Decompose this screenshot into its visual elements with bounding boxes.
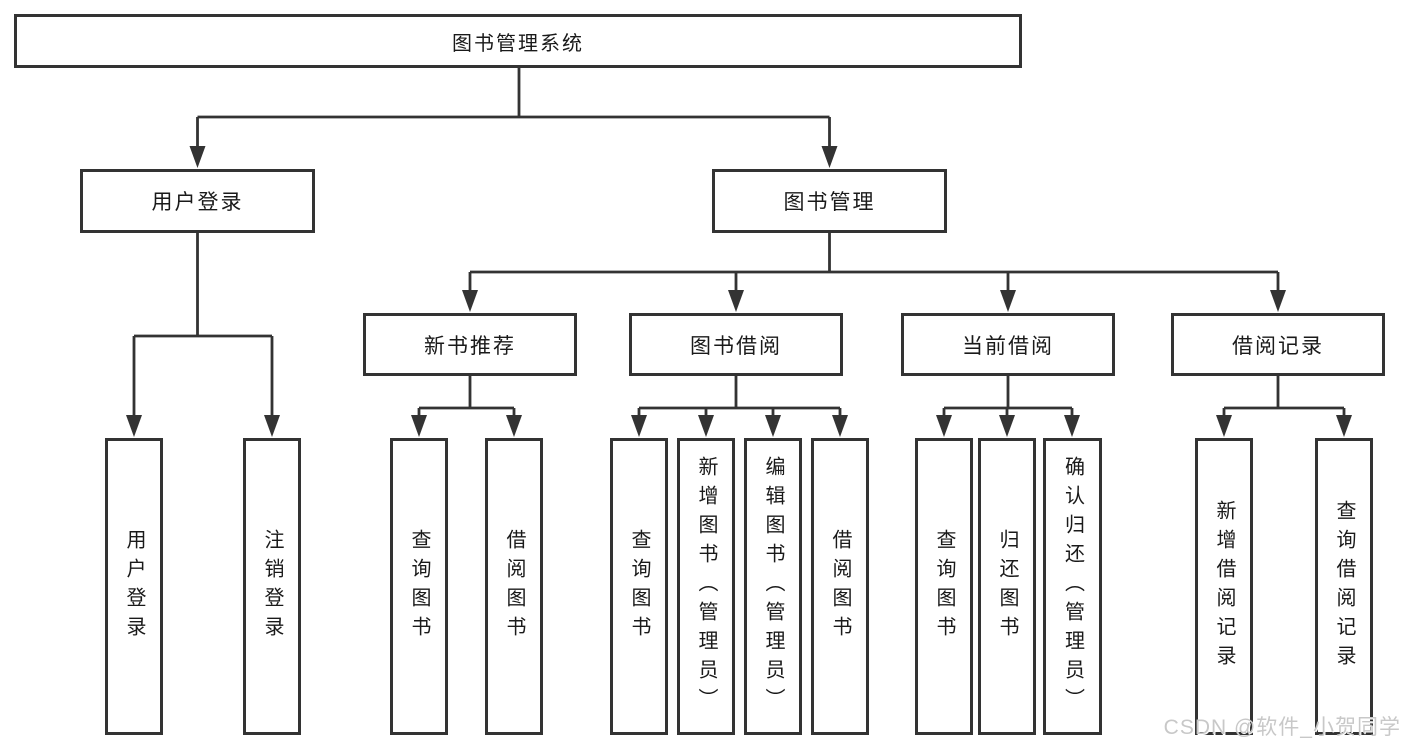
node-label: 查询借阅记录 <box>1333 499 1355 674</box>
node-user-login: 用户登录 <box>80 169 315 233</box>
node-label: 用户登录 <box>123 528 145 645</box>
node-label: 借阅图书 <box>503 528 525 645</box>
node-label: 新增借阅记录 <box>1213 499 1235 674</box>
connector-user-login-to-leaves <box>132 233 274 418</box>
arrow-down-icon <box>832 415 848 437</box>
arrow-down-icon <box>1270 290 1286 312</box>
node-label: 借阅记录 <box>1232 334 1324 358</box>
leaf-edit-book-admin: 编辑图书（管理员） <box>744 438 802 735</box>
arrow-down-icon <box>189 146 206 168</box>
node-label: 查询图书 <box>628 528 650 645</box>
arrow-down-icon <box>1216 415 1232 437</box>
arrow-down-icon <box>264 415 280 437</box>
node-label: 编辑图书（管理员） <box>762 456 784 717</box>
leaf-borrowing-query-books: 查询图书 <box>610 438 668 735</box>
node-label: 查询图书 <box>408 528 430 645</box>
node-label: 用户登录 <box>151 191 244 214</box>
leaf-recommend-query-books: 查询图书 <box>390 438 448 735</box>
connector-root-to-level2 <box>196 68 831 150</box>
leaf-user-login: 用户登录 <box>105 438 163 735</box>
leaf-current-query-books: 查询图书 <box>915 438 973 735</box>
node-label: 注销登录 <box>261 528 283 645</box>
node-label: 图书借阅 <box>690 334 782 358</box>
arrow-down-icon <box>1336 415 1352 437</box>
leaf-return-books: 归还图书 <box>978 438 1036 735</box>
arrow-down-icon <box>1000 290 1016 312</box>
arrow-down-icon <box>936 415 952 437</box>
node-root-library-system: 图书管理系统 <box>14 14 1022 68</box>
node-label: 图书管理 <box>783 191 876 214</box>
arrow-down-icon <box>821 146 838 168</box>
arrow-down-icon <box>765 415 781 437</box>
arrow-down-icon <box>126 415 142 437</box>
node-book-borrowing: 图书借阅 <box>629 313 843 376</box>
node-label: 确认归还（管理员） <box>1061 456 1084 717</box>
arrow-down-icon <box>631 415 647 437</box>
arrow-down-icon <box>506 415 522 437</box>
node-label: 借阅图书 <box>829 528 851 645</box>
node-label: 新增图书（管理员） <box>695 456 717 717</box>
connector-book-borrowing-to-leaves <box>637 376 842 418</box>
arrow-down-icon <box>411 415 427 437</box>
arrow-down-icon <box>728 290 744 312</box>
node-current-borrowing: 当前借阅 <box>901 313 1115 376</box>
connector-borrowing-records-to-leaves <box>1222 376 1346 418</box>
arrow-down-icon <box>462 290 478 312</box>
node-label: 当前借阅 <box>962 334 1054 358</box>
arrow-down-icon <box>698 415 714 437</box>
leaf-add-borrow-record: 新增借阅记录 <box>1195 438 1253 735</box>
leaf-query-borrow-record: 查询借阅记录 <box>1315 438 1373 735</box>
node-borrowing-records: 借阅记录 <box>1171 313 1385 376</box>
connector-book-management-to-level3 <box>468 233 1280 293</box>
node-label: 图书管理系统 <box>452 32 584 55</box>
arrow-down-icon <box>1064 415 1080 437</box>
connector-new-book-to-leaves <box>417 376 516 418</box>
connector-current-borrowing-to-leaves <box>942 376 1074 418</box>
node-book-management: 图书管理 <box>712 169 947 233</box>
node-label: 新书推荐 <box>424 334 516 358</box>
leaf-recommend-borrow-books: 借阅图书 <box>485 438 543 735</box>
watermark: CSDN @软件_小贺同学 <box>1163 716 1401 739</box>
leaf-add-book-admin: 新增图书（管理员） <box>677 438 735 735</box>
leaf-borrow-books: 借阅图书 <box>811 438 869 735</box>
node-label: 归还图书 <box>996 528 1018 645</box>
arrow-down-icon <box>999 415 1015 437</box>
leaf-confirm-return-admin: 确认归还（管理员） <box>1043 438 1102 735</box>
node-new-book-recommendation: 新书推荐 <box>363 313 577 376</box>
leaf-logout: 注销登录 <box>243 438 301 735</box>
node-label: 查询图书 <box>933 528 955 645</box>
